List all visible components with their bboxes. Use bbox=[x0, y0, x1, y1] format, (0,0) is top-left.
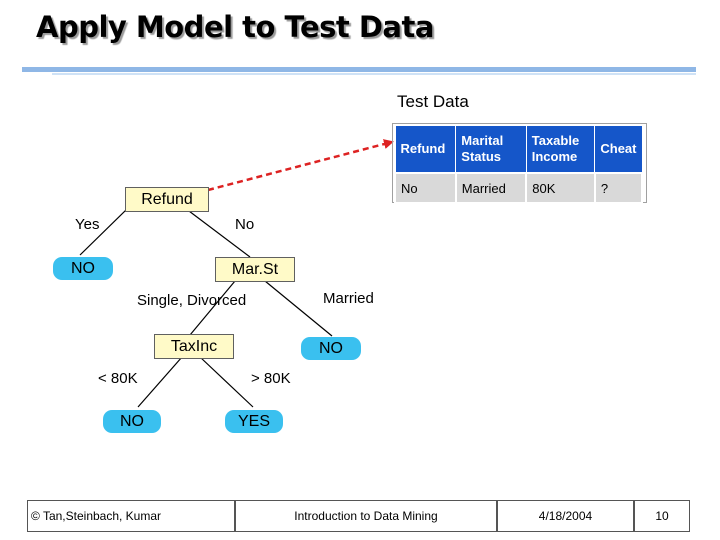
branch-label-married: Married bbox=[323, 290, 374, 307]
table-header-cell: Taxable Income bbox=[525, 125, 596, 174]
table-header-cell: Refund bbox=[394, 125, 457, 174]
table-cell: ? bbox=[593, 172, 644, 204]
edge-taxinc-left bbox=[137, 356, 183, 408]
table-cell: 80K bbox=[525, 172, 596, 204]
edge-marst-right bbox=[264, 280, 333, 337]
branch-label-greater-80k: > 80K bbox=[251, 370, 291, 387]
footer-course: Introduction to Data Mining bbox=[235, 500, 497, 532]
edge-taxinc-right bbox=[199, 356, 254, 408]
leaf-node-no-refund: NO bbox=[53, 257, 113, 280]
table-cell: Married bbox=[454, 172, 528, 204]
footer-date: 4/18/2004 bbox=[497, 500, 634, 532]
leaf-node-no-income: NO bbox=[103, 410, 161, 433]
footer-page-number: 10 bbox=[634, 500, 690, 532]
branch-label-no: No bbox=[235, 216, 255, 233]
table-header-cell: Marital Status bbox=[455, 125, 527, 174]
title-underline bbox=[22, 67, 696, 72]
node-marital-status: Mar.St bbox=[215, 257, 295, 282]
test-data-label: Test Data bbox=[397, 92, 469, 111]
leaf-node-no-married: NO bbox=[301, 337, 361, 360]
slide-title: Apply Model to Test Data bbox=[36, 10, 434, 44]
table-header-cell: Cheat bbox=[594, 125, 643, 174]
branch-label-single-divorced: Single, Divorced bbox=[137, 292, 247, 309]
pointer-arrow bbox=[207, 139, 394, 192]
leaf-node-yes: YES bbox=[225, 410, 283, 433]
edge-marst-left bbox=[189, 280, 236, 336]
node-refund: Refund bbox=[125, 187, 209, 212]
branch-label-yes: Yes bbox=[75, 216, 100, 233]
branch-label-less-80k: < 80K bbox=[98, 370, 138, 387]
node-taxable-income: TaxInc bbox=[154, 334, 234, 359]
footer-authors: © Tan,Steinbach, Kumar bbox=[27, 500, 235, 532]
edge-refund-yes bbox=[79, 207, 129, 256]
test-data-table: Refund Marital Status Taxable Income Che… bbox=[394, 125, 644, 204]
table-row: No Married 80K ? bbox=[394, 172, 644, 204]
edge-refund-no bbox=[184, 207, 251, 258]
title-underline-light bbox=[52, 73, 696, 75]
table-cell: No bbox=[394, 172, 457, 204]
